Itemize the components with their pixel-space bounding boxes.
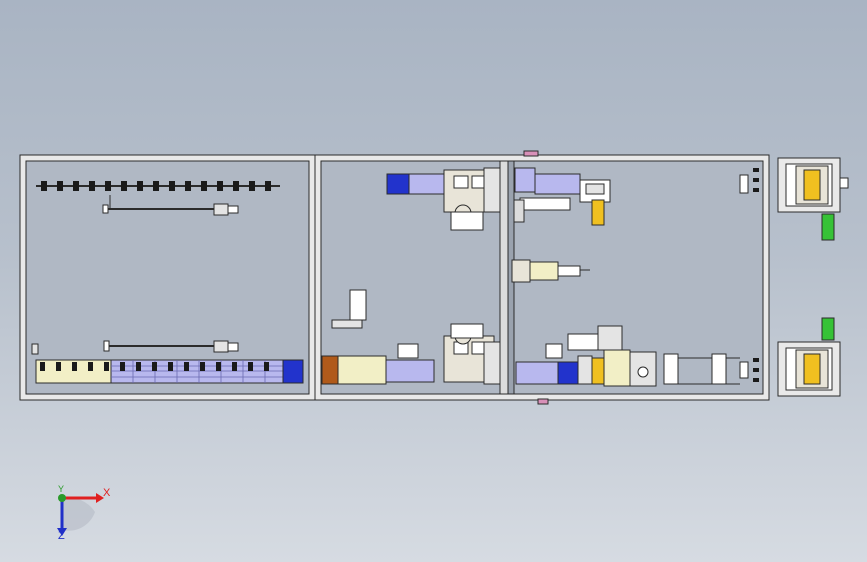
right-unit-bottom (777, 317, 841, 397)
left-bottom-conveyor (31, 340, 304, 384)
top-fitting-row (36, 181, 280, 191)
x-axis-label: X (103, 487, 111, 499)
vertical-post (349, 289, 367, 321)
lower-conveyor (321, 323, 749, 387)
axis-triad (57, 493, 104, 536)
right-wall-fittings (753, 168, 759, 382)
middle-clamp (511, 259, 590, 283)
y-axis-marker (58, 494, 66, 502)
main-cabinet (314, 150, 770, 405)
sensor-block (739, 174, 749, 194)
left-cabinet (19, 154, 316, 401)
x-axis-arrowhead (96, 493, 104, 503)
triad-shadow (62, 497, 95, 531)
z-axis-arrowhead (57, 528, 67, 536)
z-axis-label: Z (58, 530, 65, 542)
upper-station (386, 167, 611, 231)
y-axis-label: Y (58, 484, 65, 494)
right-unit-top (777, 157, 849, 241)
upper-rail (102, 195, 239, 216)
post-base (331, 319, 363, 329)
